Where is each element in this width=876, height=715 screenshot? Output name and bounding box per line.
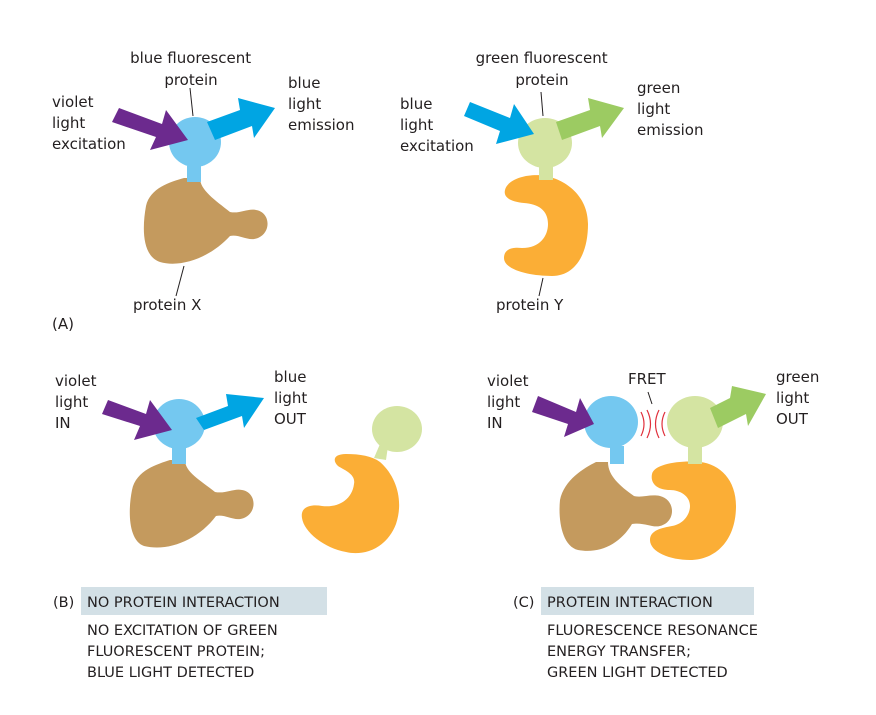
fret-wave [654, 409, 660, 439]
panel-b: violet light IN blue light OUT (B) NO PR… [53, 368, 422, 681]
fp-label: blue fluorescent protein [130, 49, 256, 89]
caption-title-highlight [541, 587, 754, 615]
violet-in-arrow [102, 400, 172, 440]
protein-y-unbound [301, 454, 400, 554]
caption-title: NO PROTEIN INTERACTION [87, 595, 280, 611]
blue-fluorescent-protein [584, 396, 638, 448]
green-out-arrow [710, 386, 766, 428]
blue-excitation-label: blue light excitation [400, 95, 474, 155]
caption-title: PROTEIN INTERACTION [547, 595, 713, 611]
bfp-linker [172, 448, 186, 464]
fret-label: FRET [628, 370, 667, 388]
panel-c: FRET violet light IN green light OUT (C)… [487, 368, 824, 681]
emission-label: blue light emission [288, 74, 355, 134]
blue-out-arrow [196, 394, 264, 430]
panel-b-label: (B) [53, 595, 74, 611]
panel-a-right: green fluorescent protein blue light exc… [400, 49, 704, 314]
blue-emission-arrow [207, 98, 275, 140]
protein-y-leader-line [538, 277, 544, 297]
violet-excitation-arrow [112, 108, 188, 150]
fret-wave [640, 411, 645, 437]
fret-wave [646, 409, 652, 439]
protein-x [143, 178, 268, 264]
bfp-linker [187, 166, 201, 182]
caption-body: FLUORESCENCE RESONANCE ENERGY TRANSFER; … [547, 623, 763, 681]
protein-y-label: protein Y [496, 296, 564, 314]
protein-y-bound [650, 461, 736, 560]
blue-fluorescent-protein [169, 117, 221, 167]
caption-body: NO EXCITATION OF GREEN FLUORESCENT PROTE… [87, 623, 282, 681]
panel-c-label: (C) [513, 595, 534, 611]
green-fluorescent-protein [372, 406, 422, 452]
protein-x [129, 460, 254, 548]
out-label: blue light OUT [274, 368, 312, 428]
green-emission-label: green light emission [637, 79, 704, 139]
protein-x [559, 462, 672, 551]
protein-x-leader-line [175, 265, 185, 297]
protein-x-label: protein X [133, 296, 201, 314]
fret-leader-line [647, 391, 653, 405]
gfp-leader-line [540, 91, 544, 117]
out-label: green light OUT [776, 368, 824, 428]
protein-y [504, 175, 588, 276]
blue-excitation-arrow [464, 102, 534, 144]
fret-waves [640, 409, 666, 439]
panel-a-label: (A) [52, 315, 74, 333]
bfp-linker [610, 446, 624, 464]
caption-title-highlight [81, 587, 327, 615]
fp-leader-line [189, 87, 194, 117]
excitation-label: violet light excitation [52, 93, 126, 153]
green-emission-arrow [556, 98, 624, 140]
in-label: violet light IN [55, 372, 101, 432]
blue-fluorescent-protein [153, 399, 205, 449]
green-fluorescent-protein [667, 396, 723, 448]
gfp-linker [688, 446, 702, 464]
panel-a-left: blue fluorescent protein violet light ex… [52, 49, 355, 333]
fret-wave [661, 411, 666, 437]
violet-in-arrow [532, 396, 594, 437]
gfp-label: green fluorescent protein [476, 49, 613, 89]
in-label: violet light IN [487, 372, 533, 432]
